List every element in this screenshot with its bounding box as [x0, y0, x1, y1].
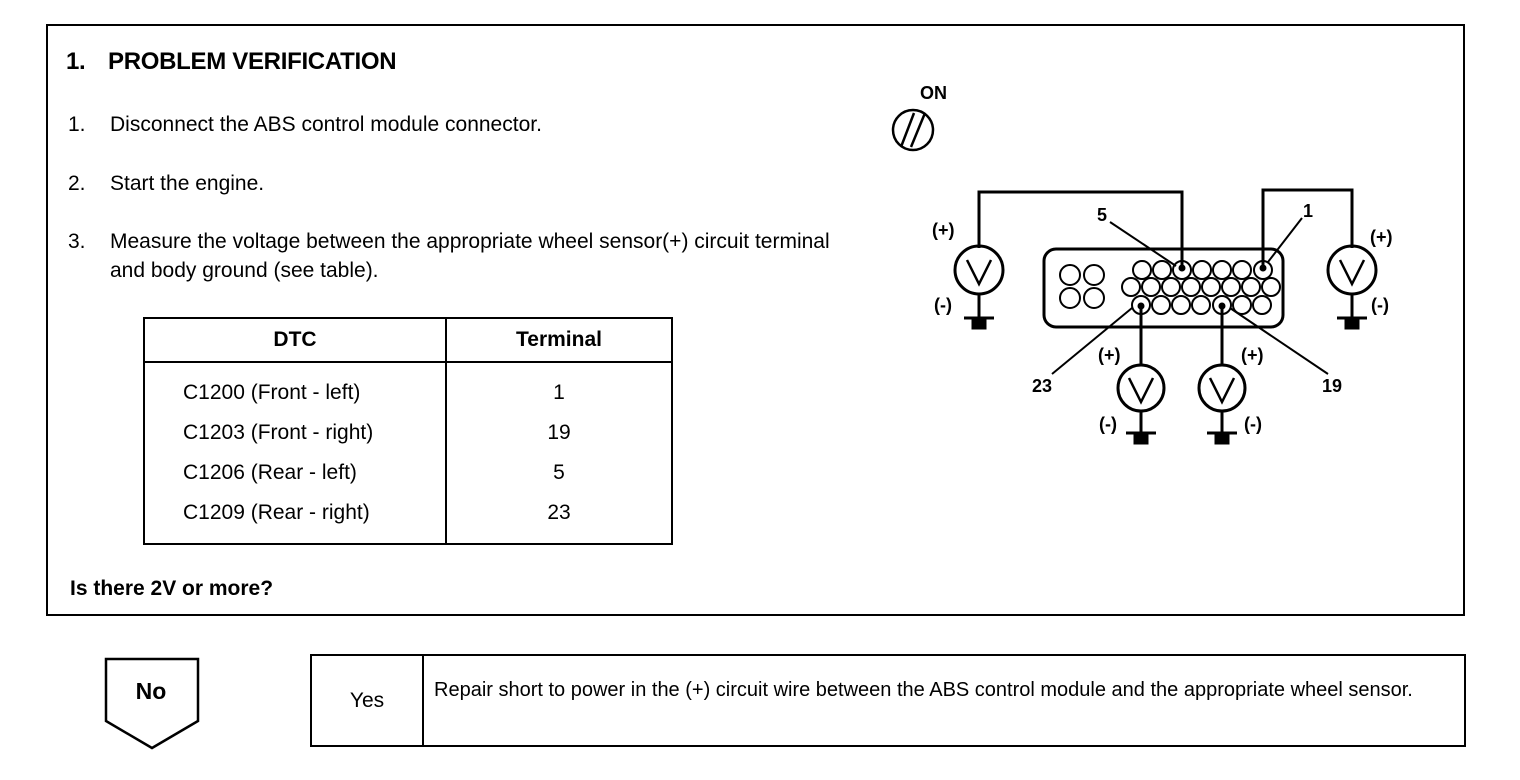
step-text: Start the engine.	[110, 172, 265, 195]
voltmeter-icon	[1261, 188, 1378, 330]
pin-callout-lines	[1051, 217, 1329, 375]
connector-pin	[1261, 277, 1281, 297]
pin-label-5: 5	[1097, 205, 1107, 225]
terminal-cell: 19	[547, 421, 571, 444]
connector-pin	[1121, 277, 1141, 297]
pin-label-19: 19	[1322, 376, 1342, 396]
minus-label: (-)	[1371, 295, 1389, 315]
column-header-dtc: DTC	[144, 318, 447, 363]
connector-pin	[1161, 277, 1181, 297]
dtc-cell: C1209 (Rear - right)	[144, 493, 447, 544]
dtc-terminal-table: DTC Terminal C1200 (Front - left) 1 C120…	[143, 317, 673, 545]
connector-pin	[1151, 295, 1171, 315]
voltmeter-icon	[953, 190, 1184, 330]
minus-label: (-)	[1099, 414, 1117, 434]
table-header-row: DTC Terminal	[144, 318, 672, 363]
step-text: Measure the voltage between the appropri…	[110, 230, 830, 282]
connector-pin	[1171, 295, 1191, 315]
no-branch-arrow	[104, 657, 200, 750]
connector-pin	[1241, 277, 1261, 297]
step-number: 1.	[68, 113, 86, 136]
procedure-frame	[46, 24, 1465, 616]
connector-pin	[1152, 260, 1172, 280]
dtc-cell: C1203 (Front - right)	[144, 413, 447, 453]
voltmeter-icon	[1116, 306, 1166, 445]
ignition-on-label: ON	[920, 83, 947, 103]
terminal-cell: 23	[547, 501, 571, 524]
plus-label: (+)	[1241, 345, 1264, 365]
yes-branch-box: Yes Repair short to power in the (+) cir…	[310, 654, 1466, 747]
dtc-cell: C1200 (Front - left)	[144, 362, 447, 413]
connector-pin	[1191, 295, 1211, 315]
connector-pin	[1201, 277, 1221, 297]
plus-label: (+)	[932, 220, 955, 240]
no-label: No	[135, 678, 167, 704]
table-row: C1209 (Rear - right) 23	[144, 493, 672, 544]
step-text: Disconnect the ABS control module connec…	[110, 113, 542, 136]
pin-label-23: 23	[1032, 376, 1052, 396]
abs-module-connector-icon	[1042, 247, 1285, 329]
yes-action-text: Repair short to power in the (+) circuit…	[434, 679, 1413, 701]
connector-pin	[1132, 260, 1152, 280]
connector-pin	[1192, 260, 1212, 280]
minus-label: (-)	[1244, 414, 1262, 434]
plus-label: (+)	[1098, 345, 1121, 365]
step-number: 2.	[68, 172, 86, 195]
connector-pin	[1232, 260, 1252, 280]
connector-pin	[1221, 277, 1241, 297]
voltmeter-icon	[1197, 306, 1247, 445]
section-title: PROBLEM VERIFICATION	[108, 48, 397, 75]
plus-label: (+)	[1370, 227, 1393, 247]
pin-label-1: 1	[1303, 201, 1313, 221]
connector-pin	[1232, 295, 1252, 315]
section-number: 1.	[66, 48, 86, 75]
terminal-cell: 5	[553, 461, 565, 484]
dtc-cell: C1206 (Rear - left)	[144, 453, 447, 493]
terminal-cell: 1	[553, 381, 565, 404]
section-heading: 1. PROBLEM VERIFICATION	[66, 48, 397, 76]
connector-pin	[1212, 260, 1232, 280]
yes-label: Yes	[312, 656, 424, 745]
connector-pin	[1141, 277, 1161, 297]
table-row: C1203 (Front - right) 19	[144, 413, 672, 453]
step-number: 3.	[68, 230, 86, 253]
minus-label: (-)	[934, 295, 952, 315]
verification-question: Is there 2V or more?	[70, 577, 274, 600]
table-row: C1200 (Front - left) 1	[144, 362, 672, 413]
connector-diagram: ON (+) (-) (+) (-)	[891, 83, 1393, 445]
ignition-switch-icon	[891, 108, 935, 152]
column-header-terminal: Terminal	[446, 318, 672, 363]
connector-pin	[1252, 295, 1272, 315]
connector-pin	[1181, 277, 1201, 297]
table-row: C1206 (Rear - left) 5	[144, 453, 672, 493]
